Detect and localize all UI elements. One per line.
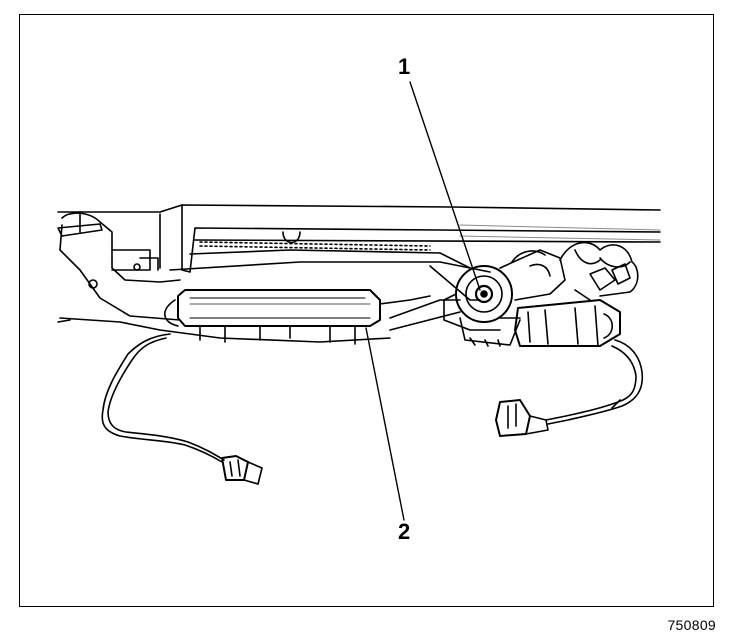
door-frame-structure (57, 204, 661, 343)
callout-leaders (365, 81, 481, 521)
diagram-frame (19, 14, 714, 607)
module-housing (164, 289, 431, 345)
callout-1: 1 (398, 54, 411, 79)
right-harness (495, 339, 644, 437)
figure-number: 750809 (667, 617, 716, 633)
motor-wire-bundle (559, 241, 639, 301)
callout-2: 2 (398, 519, 411, 544)
window-motor (443, 249, 621, 347)
regulator-channel (199, 224, 661, 251)
left-harness (101, 333, 263, 485)
